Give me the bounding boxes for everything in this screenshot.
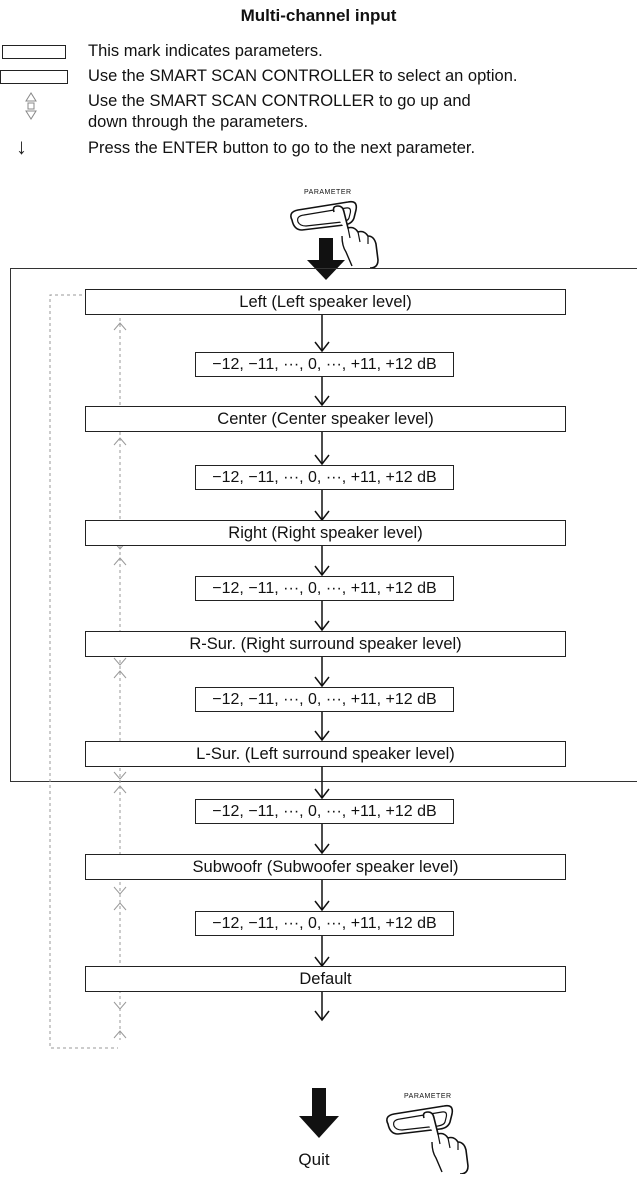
param-right: Right (Right speaker level) (85, 520, 566, 546)
value-center: −12, −11, ···, 0, ···, +11, +12 dB (195, 465, 454, 490)
param-default: Default (85, 966, 566, 992)
parameter-button-label-bottom: PARAMETER (404, 1093, 452, 1100)
value-right: −12, −11, ···, 0, ···, +11, +12 dB (195, 576, 454, 601)
hand-press-icon (378, 1092, 488, 1174)
quit-arrow-icon (297, 1088, 341, 1138)
param-center: Center (Center speaker level) (85, 406, 566, 432)
value-subwoofer: −12, −11, ···, 0, ···, +11, +12 dB (195, 911, 454, 936)
value-l-sur: −12, −11, ···, 0, ···, +11, +12 dB (195, 799, 454, 824)
param-left: Left (Left speaker level) (85, 289, 566, 315)
value-r-sur: −12, −11, ···, 0, ···, +11, +12 dB (195, 687, 454, 712)
parameter-button-bottom[interactable]: PARAMETER (378, 1092, 488, 1174)
param-l-sur: L-Sur. (Left surround speaker level) (85, 741, 566, 767)
quit-label: Quit (274, 1150, 354, 1170)
param-r-sur: R-Sur. (Right surround speaker level) (85, 631, 566, 657)
param-subwoofer: Subwoofr (Subwoofer speaker level) (85, 854, 566, 880)
value-left: −12, −11, ···, 0, ···, +11, +12 dB (195, 352, 454, 377)
